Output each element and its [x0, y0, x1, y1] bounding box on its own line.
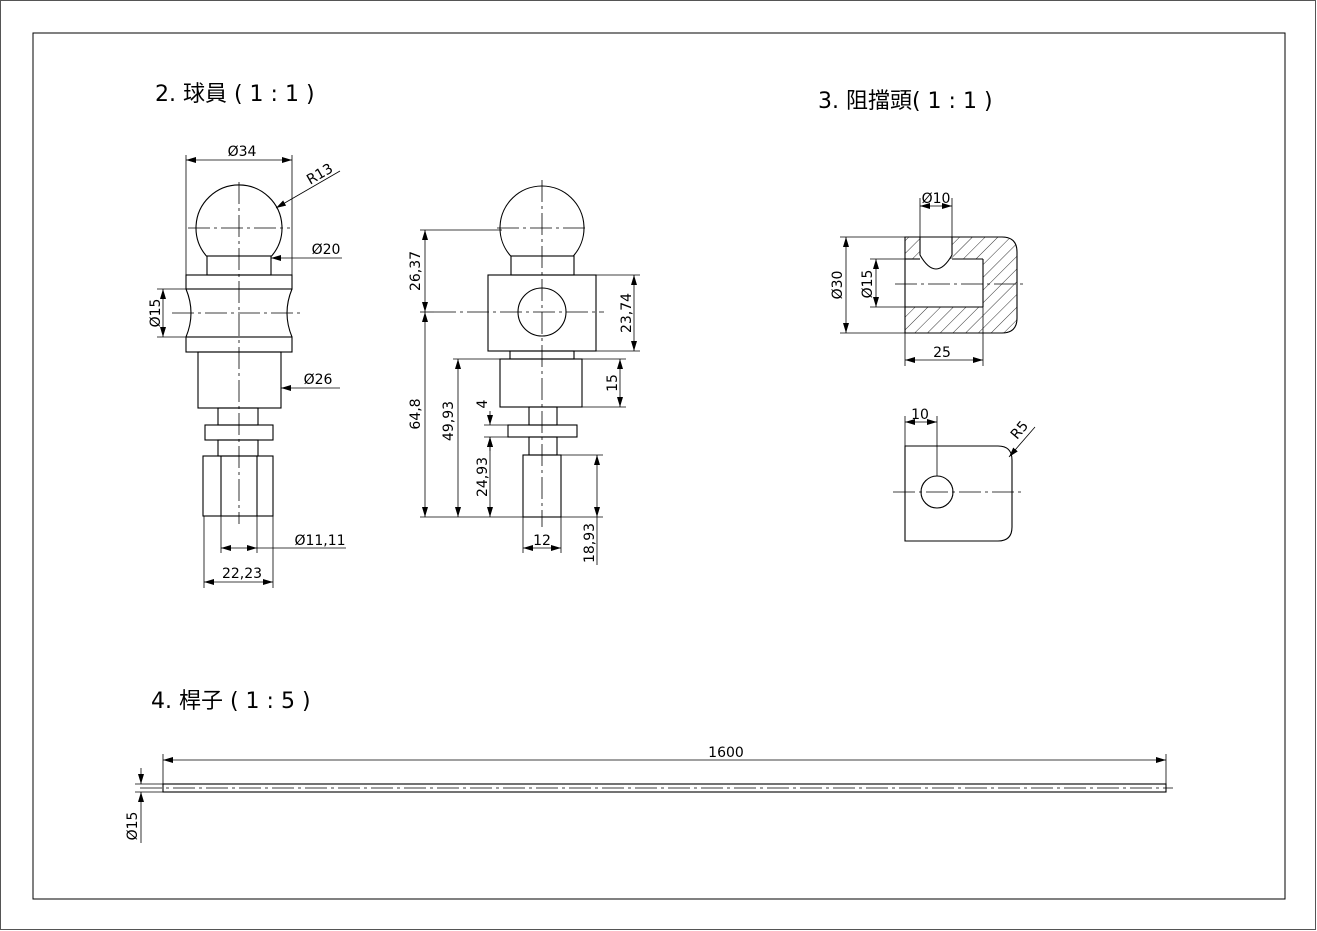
dim-label-r5: R5 — [1008, 418, 1032, 443]
vertical-hole-outline — [919, 237, 953, 270]
dim-label-4993: 49,93 — [441, 401, 457, 441]
part2-front-view: 26,37 64,8 49,93 4 24,93 23,74 15 18,93 … — [408, 180, 640, 565]
inner-frame — [32, 32, 1286, 900]
base-section — [202, 455, 274, 517]
part3-title: 3. 阻擋頭( 1 : 1 ) — [818, 89, 993, 114]
horizontal-bore — [905, 259, 983, 307]
dim-label-15: 15 — [605, 374, 621, 392]
dim-label-d15: Ø15 — [125, 812, 141, 841]
dim-label-2223: 22,23 — [222, 566, 262, 582]
dim-label-25: 25 — [933, 345, 951, 361]
dim-label-2637: 26,37 — [408, 251, 424, 291]
part2-title: 2. 球員 ( 1 : 1 ) — [155, 82, 315, 107]
dim-label-d20: Ø20 — [312, 242, 341, 258]
dim-label-d26: Ø26 — [304, 372, 333, 388]
dim-label-d10: Ø10 — [922, 191, 951, 207]
leader-r5 — [1008, 426, 1036, 458]
dim-label-d1111: Ø11,11 — [294, 533, 345, 549]
neck-outline — [510, 255, 575, 276]
dim-label-4: 4 — [475, 399, 491, 408]
dim-label-2374: 23,74 — [619, 293, 635, 333]
dim-label-d15: Ø15 — [148, 299, 164, 328]
dim-label-d30: Ø30 — [830, 271, 846, 300]
dim-label-648: 64,8 — [408, 398, 424, 429]
dim-label-2493: 24,93 — [475, 457, 491, 497]
dim-label-1600: 1600 — [708, 745, 744, 761]
dim-label-1893: 18,93 — [582, 523, 598, 563]
collar-section — [197, 351, 282, 409]
part3-section-view: Ø10 Ø30 Ø15 25 — [830, 191, 1026, 366]
dim-label-d34: Ø34 — [228, 144, 257, 160]
stopper-side-outline — [904, 445, 1013, 542]
ball-section — [195, 184, 283, 257]
dim-label-10: 10 — [911, 407, 929, 423]
part2-side-view: Ø34 R13 Ø20 Ø15 Ø26 Ø11,11 22,23 — [148, 144, 346, 588]
vertical-hole — [920, 237, 952, 269]
collar-outline — [499, 358, 583, 408]
leader-r13 — [275, 170, 341, 209]
dim-label-12: 12 — [533, 533, 551, 549]
shaft-upper-outline — [528, 406, 558, 426]
dim-label-d15: Ø15 — [860, 270, 876, 299]
stopper-body-outline — [904, 236, 1018, 334]
part4-title: 4. 桿子 ( 1 : 5 ) — [151, 689, 311, 714]
shaft-lower-section — [217, 439, 259, 457]
shaft-lower-outline — [528, 436, 558, 456]
part4-rod-view: 1600 Ø15 — [125, 745, 1173, 843]
dim-label-r13: R13 — [304, 161, 336, 189]
shaft-upper-section — [217, 407, 259, 426]
flange-outline — [507, 424, 578, 438]
part3-side-view: 10 R5 — [893, 407, 1036, 542]
